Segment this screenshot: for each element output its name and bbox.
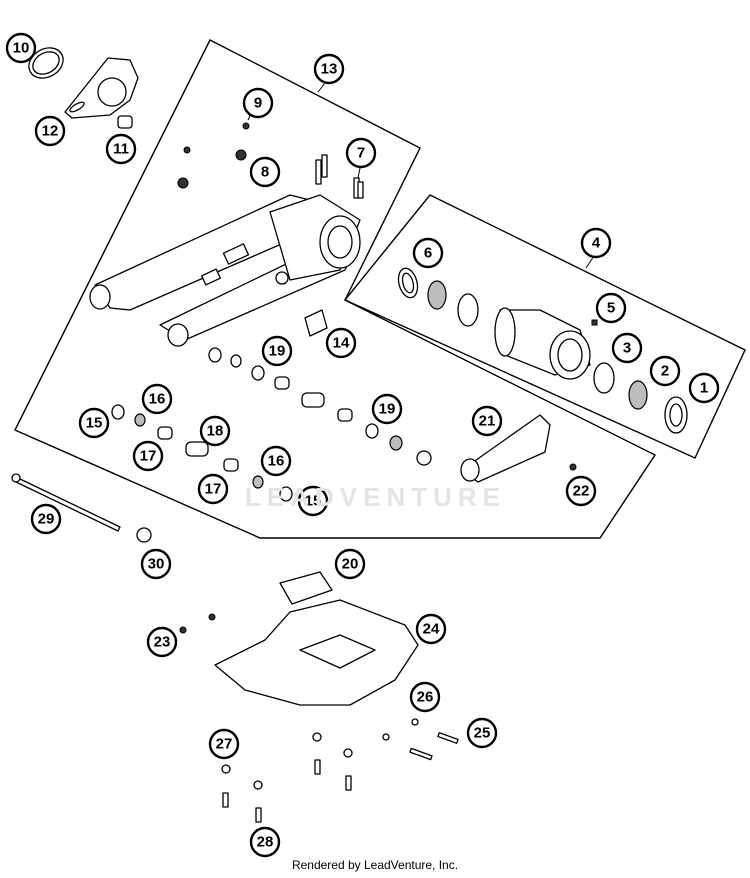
- svg-text:23: 23: [154, 634, 171, 651]
- callout-23: 23: [146, 626, 178, 658]
- callout-20: 20: [334, 548, 366, 580]
- part-21-chain-guide: [461, 414, 551, 483]
- leader-4: [585, 255, 595, 269]
- svg-text:17: 17: [205, 481, 222, 498]
- bolts-7: [315, 154, 364, 199]
- callout-16a: 16: [141, 383, 173, 415]
- part-11-bushing: [117, 115, 133, 129]
- callout-3: 3: [611, 332, 643, 364]
- callout-1: 1: [688, 372, 720, 404]
- svg-text:27: 27: [216, 736, 233, 753]
- svg-text:19: 19: [269, 343, 286, 360]
- callout-26: 26: [409, 681, 441, 713]
- bearing-group-4: [397, 267, 688, 434]
- part-21-end: [460, 458, 480, 482]
- callout-27: 27: [208, 728, 240, 760]
- callout-25: 25: [466, 717, 498, 749]
- callout-30: 30: [140, 548, 172, 580]
- callout-22: 22: [565, 475, 597, 507]
- callout-15b: 15: [297, 485, 329, 517]
- callout-14: 14: [325, 327, 357, 359]
- hardware: [179, 613, 459, 823]
- group-13-outline: [14, 39, 657, 539]
- svg-text:5: 5: [607, 300, 615, 317]
- svg-text:8: 8: [261, 164, 269, 181]
- svg-text:16: 16: [268, 453, 285, 470]
- svg-text:24: 24: [423, 621, 440, 638]
- callout-19b: 19: [371, 393, 403, 425]
- svg-text:6: 6: [424, 245, 432, 262]
- svg-text:29: 29: [38, 511, 55, 528]
- callout-7: 7: [345, 137, 377, 169]
- part-30-nut: [136, 527, 152, 543]
- svg-text:19: 19: [379, 401, 396, 418]
- watermark-text: LEADVENTURE: [245, 482, 507, 512]
- svg-text:2: 2: [661, 363, 669, 380]
- callout-19a: 19: [261, 335, 293, 367]
- callout-8: 8: [249, 156, 281, 188]
- callout-9: 9: [242, 87, 274, 119]
- svg-text:1: 1: [700, 380, 708, 397]
- group-4-outline: [343, 194, 746, 459]
- callout-10: 10: [5, 32, 37, 64]
- svg-text:12: 12: [42, 123, 59, 140]
- svg-text:17: 17: [140, 448, 157, 465]
- callout-24: 24: [415, 613, 447, 645]
- swingarm: [89, 194, 361, 347]
- svg-text:9: 9: [254, 95, 262, 112]
- callout-5: 5: [595, 292, 627, 324]
- callout-2: 2: [649, 355, 681, 387]
- part-22-screw: [569, 463, 577, 471]
- bolts-9: [177, 122, 250, 189]
- callout-28: 28: [249, 826, 281, 858]
- svg-text:20: 20: [342, 556, 359, 573]
- callout-13: 13: [313, 53, 345, 85]
- svg-text:4: 4: [592, 235, 601, 252]
- svg-text:15: 15: [305, 493, 322, 510]
- svg-text:10: 10: [13, 40, 30, 57]
- part-12-hole: [97, 77, 127, 107]
- svg-text:18: 18: [207, 423, 224, 440]
- svg-text:3: 3: [623, 340, 631, 357]
- callout-16b: 16: [260, 445, 292, 477]
- svg-text:30: 30: [148, 556, 165, 573]
- svg-text:16: 16: [149, 391, 166, 408]
- svg-text:13: 13: [321, 61, 338, 78]
- svg-text:11: 11: [113, 141, 129, 158]
- footer-credit: Rendered by LeadVenture, Inc.: [291, 858, 459, 872]
- part-12-slot: [69, 101, 85, 113]
- callout-29: 29: [30, 503, 62, 535]
- part-10-oring-inner: [32, 51, 60, 75]
- callout-17b: 17: [197, 473, 229, 505]
- svg-text:21: 21: [479, 413, 496, 430]
- callout-4: 4: [580, 227, 612, 259]
- svg-text:25: 25: [474, 725, 491, 742]
- part-24-recess: [299, 634, 376, 669]
- leader-7: [357, 167, 361, 179]
- bushings: [111, 347, 432, 502]
- svg-text:15: 15: [86, 415, 103, 432]
- callout-21: 21: [471, 405, 503, 437]
- callout-6: 6: [412, 237, 444, 269]
- callout-18: 18: [199, 415, 231, 447]
- leader-13: [317, 82, 326, 93]
- callout-12: 12: [34, 115, 66, 147]
- svg-text:14: 14: [333, 335, 350, 352]
- svg-text:7: 7: [357, 145, 365, 162]
- part-14-label: [304, 309, 328, 337]
- part-20-pad: [279, 571, 333, 605]
- svg-text:28: 28: [257, 834, 274, 851]
- svg-text:22: 22: [573, 483, 590, 500]
- callout-11: 11: [105, 133, 137, 165]
- callout-15a: 15: [78, 407, 110, 439]
- part-29-head: [11, 473, 21, 483]
- svg-text:26: 26: [417, 689, 434, 706]
- callout-17a: 17: [132, 440, 164, 472]
